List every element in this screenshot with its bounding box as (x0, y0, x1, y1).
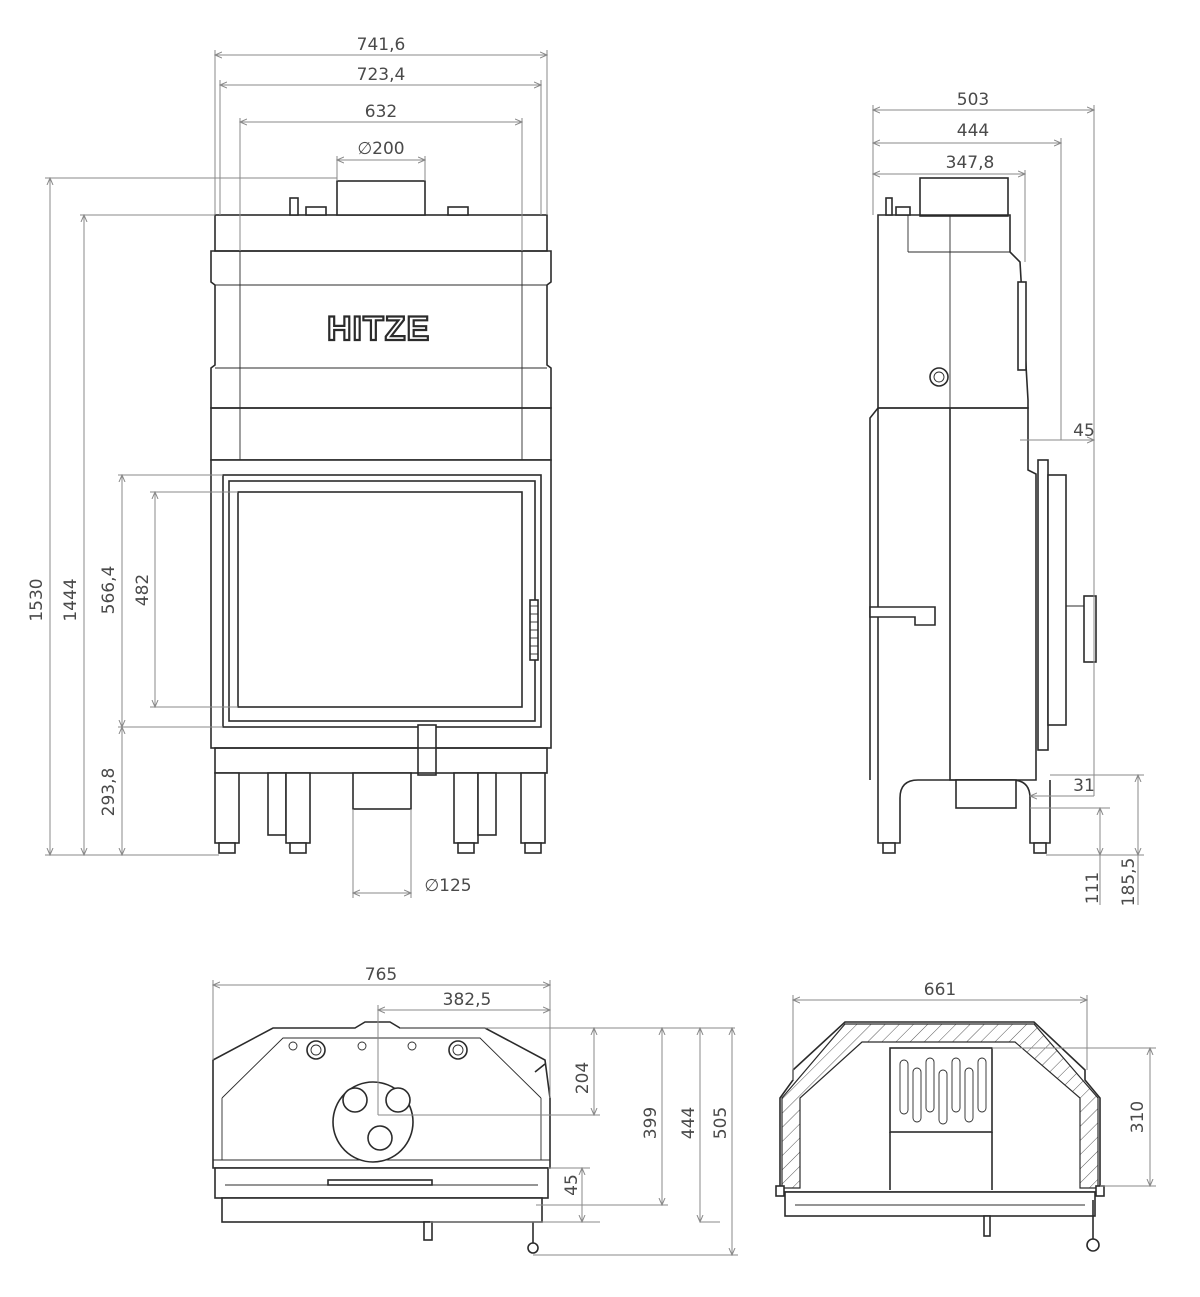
door-frame (210, 459, 552, 749)
leg-4 (453, 772, 479, 844)
leg-5 (477, 772, 497, 836)
dim-glass-height: 482 (133, 574, 153, 606)
dim-depth-to-flue: 399 (641, 1107, 661, 1139)
dim-door-opening: 566,4 (99, 566, 119, 615)
top-pipe-left (289, 197, 299, 216)
air-lever (417, 724, 437, 776)
dim-height-body: 1444 (61, 578, 81, 621)
door-outer (222, 474, 542, 728)
leg-2 (267, 772, 287, 836)
dim-depth-body: 444 (957, 121, 989, 141)
middle-band (210, 407, 552, 461)
dim-flue-center-depth: 204 (573, 1062, 593, 1094)
side-spring (1083, 595, 1097, 663)
dim-width-frame: 723,4 (357, 65, 406, 85)
flue-collar (336, 180, 426, 216)
dim-bottom-to-door: 293,8 (99, 768, 119, 817)
side-upper (877, 214, 1029, 409)
dim-half-width: 382,5 (443, 990, 492, 1010)
dim-section-width: 661 (924, 980, 956, 1000)
dim-inlet-top-height: 185,5 (1119, 858, 1139, 907)
dim-door-protrusion: 45 (1073, 421, 1095, 441)
baffle-plate (889, 1047, 993, 1133)
section-view: 661 310 (775, 980, 1156, 1252)
top-view: 765 382,5 204 399 444 505 45 (213, 965, 738, 1255)
leg-1 (214, 772, 240, 844)
dim-width-outer: 741,6 (357, 35, 406, 55)
top-plate (214, 214, 548, 252)
dim-width-door: 632 (365, 102, 397, 122)
dim-flue-diameter: ∅200 (357, 139, 404, 159)
side-flue (919, 177, 1009, 217)
air-inlet (352, 772, 412, 810)
dim-flue-offset: 347,8 (946, 153, 995, 173)
section-door (784, 1191, 1096, 1217)
dim-height-total: 1530 (27, 578, 47, 621)
leg-3 (285, 772, 311, 844)
leg-6 (520, 772, 546, 844)
top-cap-right (447, 206, 469, 216)
side-body (878, 407, 1037, 781)
dim-top-depth-total: 505 (711, 1107, 731, 1139)
dim-chamber-depth: 310 (1128, 1101, 1148, 1133)
dim-base-offset: 31 (1073, 776, 1095, 796)
base-skirt (214, 747, 548, 774)
insulation-walls (781, 1023, 1099, 1189)
dim-handle-offset: 45 (562, 1174, 582, 1196)
dim-depth-total: 503 (957, 90, 989, 110)
front-view: HITZE (27, 35, 552, 898)
side-door (1037, 459, 1049, 751)
dim-inlet-diameter: ∅125 (424, 876, 471, 896)
dim-top-width: 765 (365, 965, 397, 985)
glass-pane (237, 491, 523, 708)
side-view: 503 444 347,8 45 31 111 185,5 (869, 90, 1144, 907)
dim-inlet-height: 111 (1083, 872, 1103, 904)
brand-logo: HITZE (327, 310, 430, 348)
top-cap-left (305, 206, 327, 216)
dim-top-depth-body: 444 (679, 1107, 699, 1139)
